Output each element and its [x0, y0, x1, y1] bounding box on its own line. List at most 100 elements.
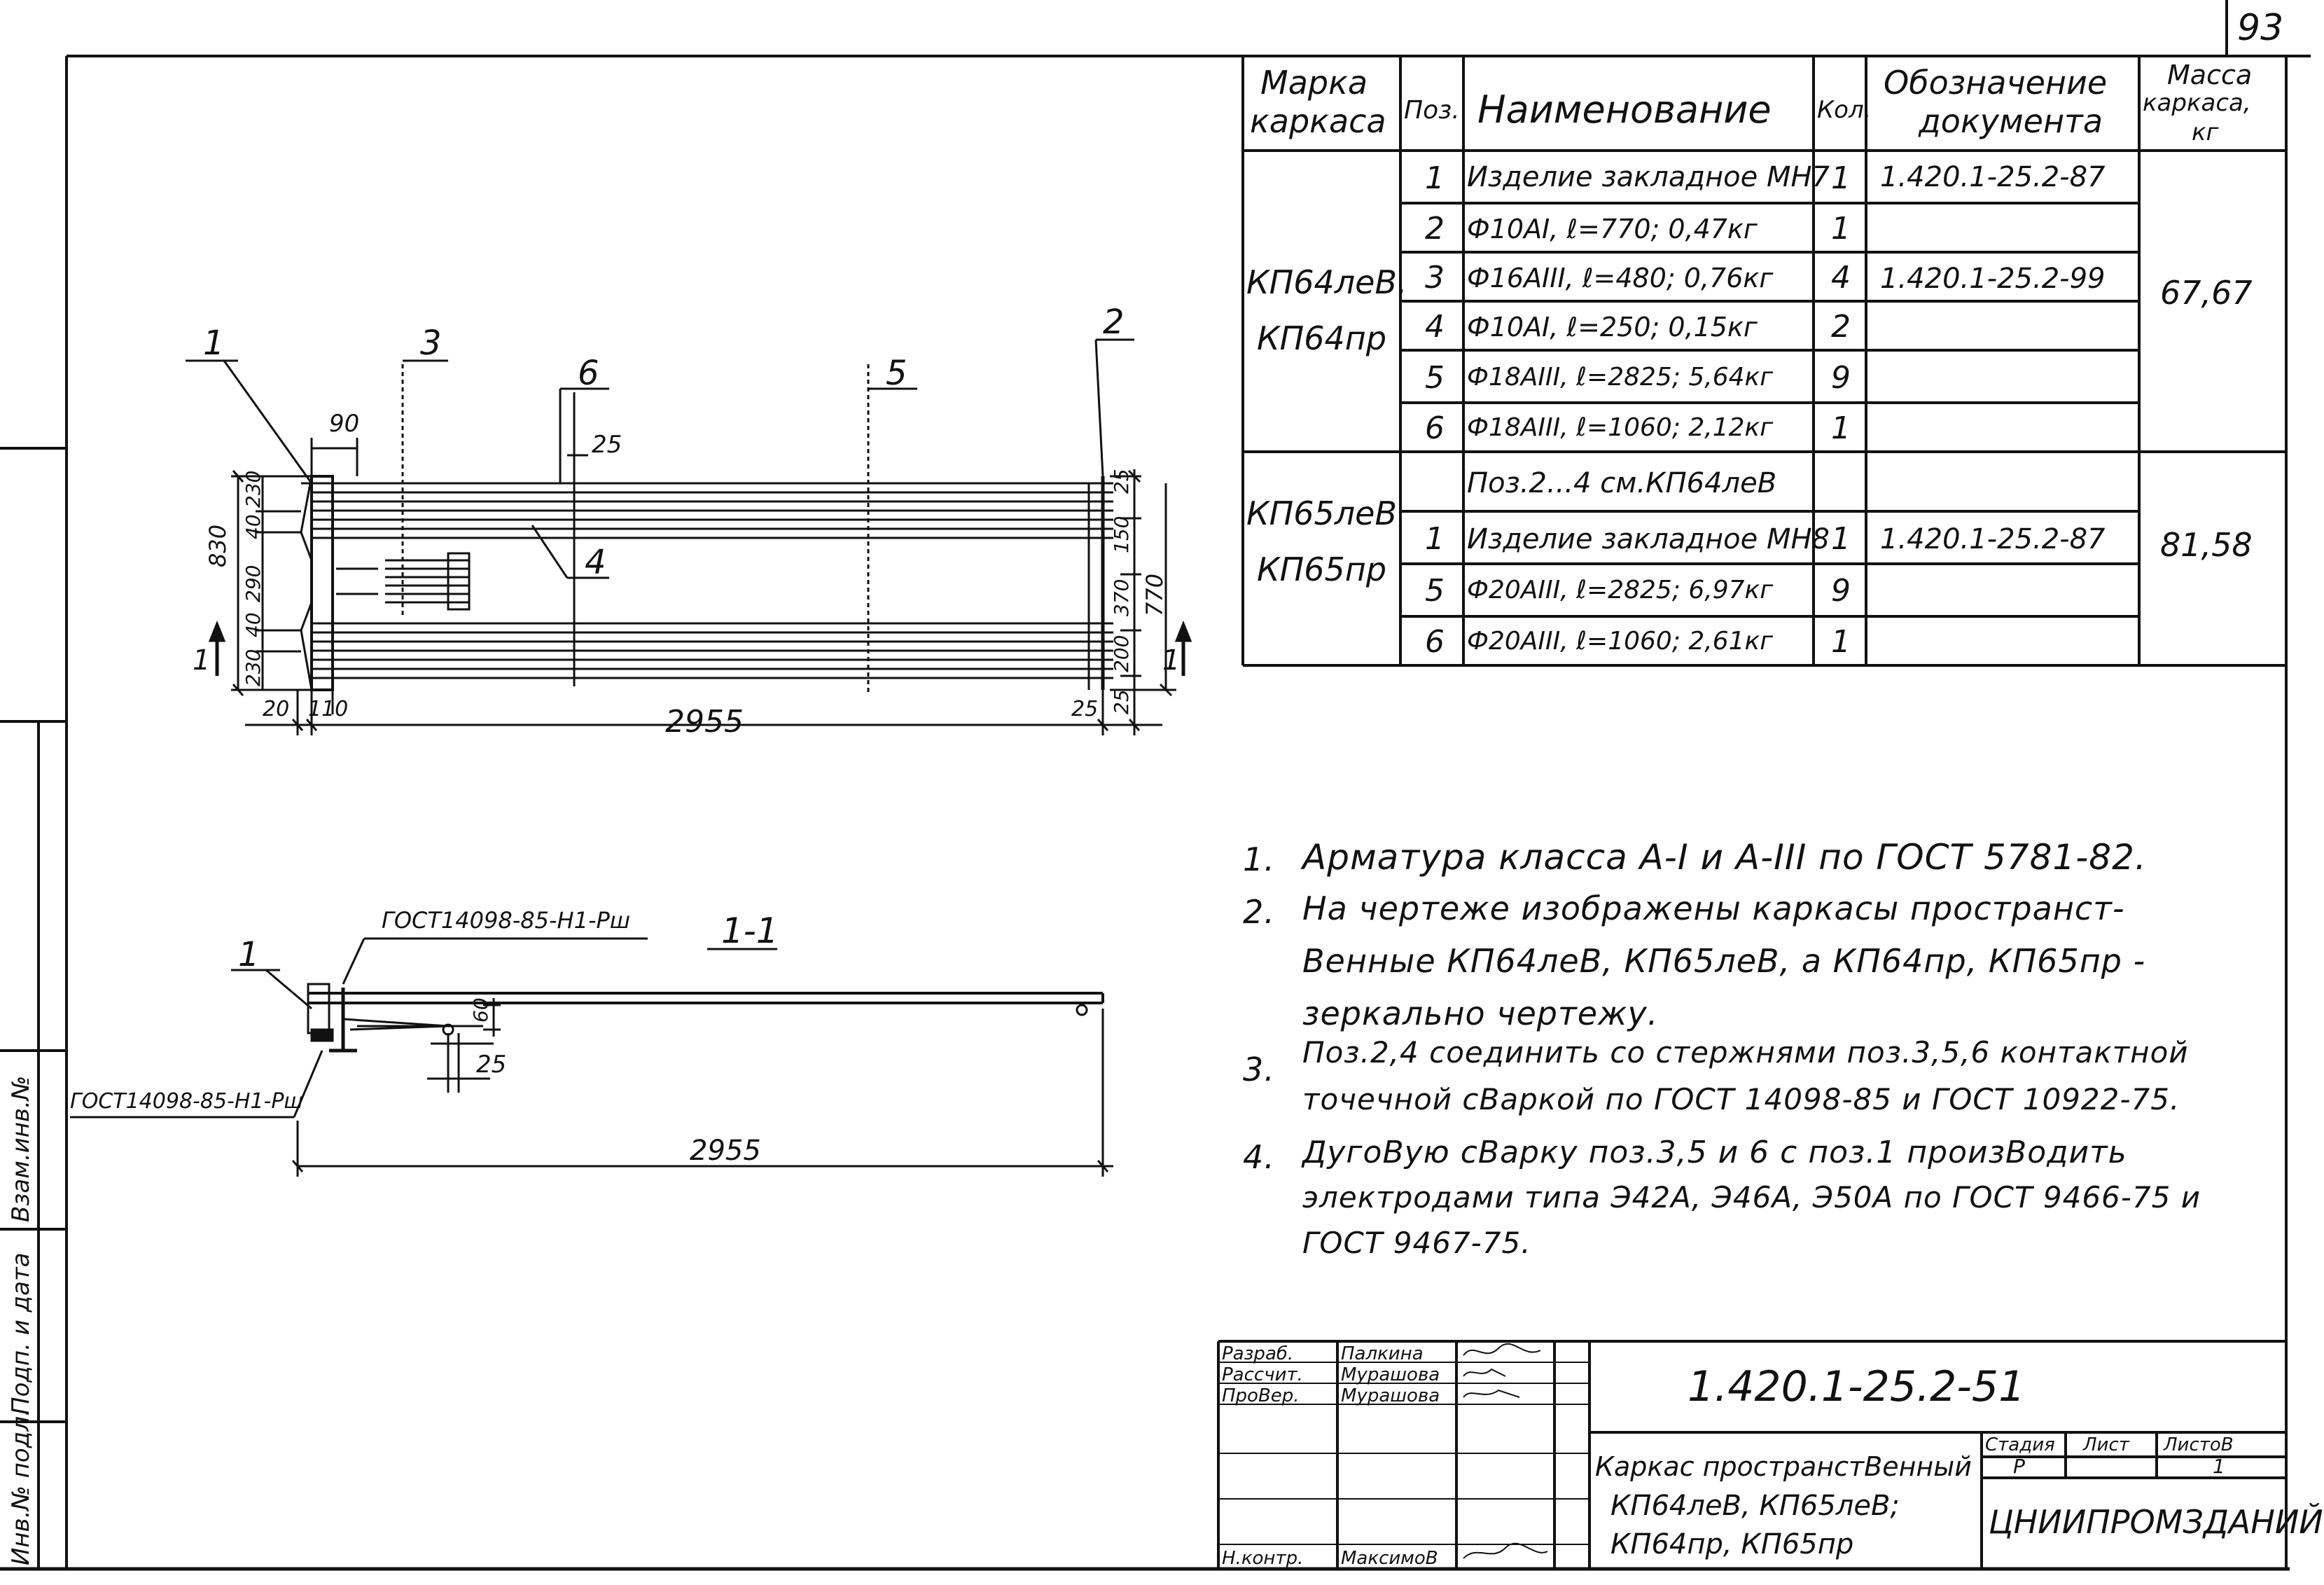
- g1-row3-doc: 1.420.1-25.2-99: [1880, 263, 2106, 295]
- upper-bar-bundle: [312, 482, 1113, 539]
- page-number: 93: [2237, 7, 2284, 49]
- section-mark-right: 1: [1162, 644, 1181, 677]
- short-bars: [336, 552, 471, 611]
- plan-dim-bottom: [245, 690, 1162, 735]
- group2-mark-2: КП65пр: [1257, 551, 1387, 588]
- note-2-line-3: зеркально чертежу.: [1302, 995, 1659, 1032]
- callout-1: 1: [203, 324, 225, 363]
- g1-row2-name: Ф10АI, ℓ=770; 0,47кг: [1467, 214, 1758, 244]
- group2-mark-1: КП65леВ: [1246, 494, 1398, 532]
- role-3: ПроВер.: [1222, 1385, 1300, 1406]
- stamp-replace-label: Взам.инв.№: [7, 1075, 35, 1222]
- g2-row2-qty: 1: [1831, 521, 1851, 557]
- note-1-num: 1.: [1243, 840, 1275, 878]
- dim-25-top: 25: [592, 431, 622, 459]
- note-4-line-2: электродами типа Э42А, Э46А, Э50А по ГОС…: [1302, 1180, 2201, 1214]
- role-6: Н.контр.: [1222, 1548, 1304, 1569]
- note-4-num: 4.: [1243, 1138, 1275, 1176]
- lower-bar-bundle: [312, 622, 1113, 679]
- header-pos: Поз.: [1404, 96, 1460, 125]
- dim-40-b: 40: [242, 612, 265, 637]
- group2-mass: 81,58: [2160, 526, 2253, 564]
- plan-dim-left: [231, 470, 312, 696]
- g1-row1-qty: 1: [1831, 160, 1851, 196]
- header-name: Наименование: [1477, 88, 1772, 132]
- section-dim-25: 25: [476, 1051, 507, 1079]
- callout-3: 3: [420, 324, 442, 363]
- plan-dim-right: [1110, 469, 1176, 707]
- g2-row2-doc: 1.420.1-25.2-87: [1880, 523, 2106, 555]
- g2-row1-name: Поз.2...4 см.КП64леВ: [1467, 467, 1777, 499]
- stage-header: Стадия: [1985, 1434, 2055, 1455]
- dim-110: 110: [308, 697, 349, 721]
- g1-row4-name: Ф10АI, ℓ=250; 0,15кг: [1467, 312, 1758, 342]
- title-line-1: Каркас пространстВенный: [1595, 1451, 1972, 1482]
- name-1: Палкина: [1341, 1343, 1424, 1364]
- dim-830: 830: [204, 524, 231, 567]
- g1-row5-pos: 5: [1425, 360, 1445, 396]
- dim-200: 200: [1110, 635, 1133, 672]
- g1-row3-pos: 3: [1425, 260, 1445, 296]
- embedded-plate-left: [310, 475, 334, 691]
- signatures: [1463, 1343, 1548, 1559]
- note-3-line-2: точечной сВаркой по ГОСТ 14098-85 и ГОСТ…: [1302, 1082, 2180, 1116]
- title-block-grid: [1217, 1340, 2286, 1569]
- dim-370: 370: [1110, 579, 1133, 616]
- sheets-value: 1: [2213, 1455, 2225, 1478]
- g2-row2-pos: 1: [1425, 521, 1445, 557]
- g1-row3-name: Ф16АIII, ℓ=480; 0,76кг: [1467, 263, 1774, 293]
- dim-770: 770: [1141, 573, 1168, 616]
- header-doc-1: Обозначение: [1884, 64, 2108, 102]
- g2-row2-name: Изделие закладное МН8: [1467, 523, 1830, 555]
- note-1-line-1: Арматура класса А-I и А-III по ГОСТ 5781…: [1302, 837, 2147, 878]
- g2-row4-qty: 1: [1831, 624, 1851, 660]
- dim-20: 20: [263, 697, 290, 721]
- g2-row3-name: Ф20АIII, ℓ=2825; 6,97кг: [1467, 576, 1774, 604]
- header-qty: Кол.: [1817, 96, 1872, 124]
- callout-5: 5: [886, 354, 907, 393]
- section-dim-2955: 2955: [690, 1135, 761, 1167]
- note-4-line-1: ДугоВую сВарку поз.3,5 и 6 с поз.1 произ…: [1302, 1135, 2127, 1170]
- g1-row4-qty: 2: [1831, 309, 1851, 345]
- dim-150: 150: [1110, 515, 1133, 553]
- spec-table-grid: [1241, 56, 2286, 667]
- dim-25-right-b: 25: [1110, 689, 1133, 714]
- header-mass-3: кг: [2192, 118, 2219, 146]
- g2-row3-pos: 5: [1425, 573, 1445, 609]
- header-doc-2: документа: [1919, 102, 2103, 140]
- note-3-num: 3.: [1243, 1051, 1275, 1088]
- note-2-num: 2.: [1243, 893, 1275, 931]
- group1-mass: 67,67: [2160, 274, 2253, 312]
- dim-2955-plan: 2955: [665, 704, 744, 740]
- name-3: Мурашова: [1341, 1385, 1440, 1406]
- header-mark-2: каркаса: [1250, 102, 1386, 140]
- note-2-line-1: На чертеже изображены каркасы пространст…: [1302, 890, 2125, 927]
- section-title: 1-1: [721, 911, 779, 951]
- dim-230-b: 230: [242, 649, 265, 686]
- organization: ЦНИИПРОМЗДАНИЙ: [1989, 1503, 2323, 1541]
- g1-row3-qty: 4: [1831, 260, 1851, 296]
- sheet-header: Лист: [2083, 1434, 2129, 1455]
- g1-row1-name: Изделие закладное МН7: [1467, 161, 1830, 193]
- g1-row1-doc: 1.420.1-25.2-87: [1880, 161, 2106, 193]
- callout-6: 6: [578, 354, 599, 393]
- weld-label-top: ГОСТ14098-85-Н1-Рш: [382, 907, 631, 934]
- g1-row5-qty: 9: [1831, 360, 1851, 396]
- role-2: Рассчит.: [1222, 1364, 1303, 1385]
- stamp-sign-label: Подп. и дата: [7, 1252, 35, 1415]
- g1-row2-qty: 1: [1831, 211, 1851, 247]
- plan-dim-top: [310, 438, 588, 483]
- title-line-3: КП64пр, КП65пр: [1610, 1528, 1854, 1560]
- dim-90: 90: [329, 410, 360, 438]
- callout-4: 4: [585, 543, 606, 582]
- section-view: [70, 937, 1113, 1177]
- header-mark-1: Марка: [1260, 64, 1368, 102]
- g1-row5-name: Ф18АIII, ℓ=2825; 5,64кг: [1467, 363, 1774, 392]
- side-stamp-frame: [0, 447, 67, 1569]
- name-6: МаксимоВ: [1341, 1548, 1438, 1569]
- name-2: Мурашова: [1341, 1364, 1440, 1385]
- section-marks: [208, 620, 1192, 676]
- group1-mark-2: КП64пр: [1257, 319, 1387, 357]
- header-mass-1: Масса: [2167, 60, 2253, 90]
